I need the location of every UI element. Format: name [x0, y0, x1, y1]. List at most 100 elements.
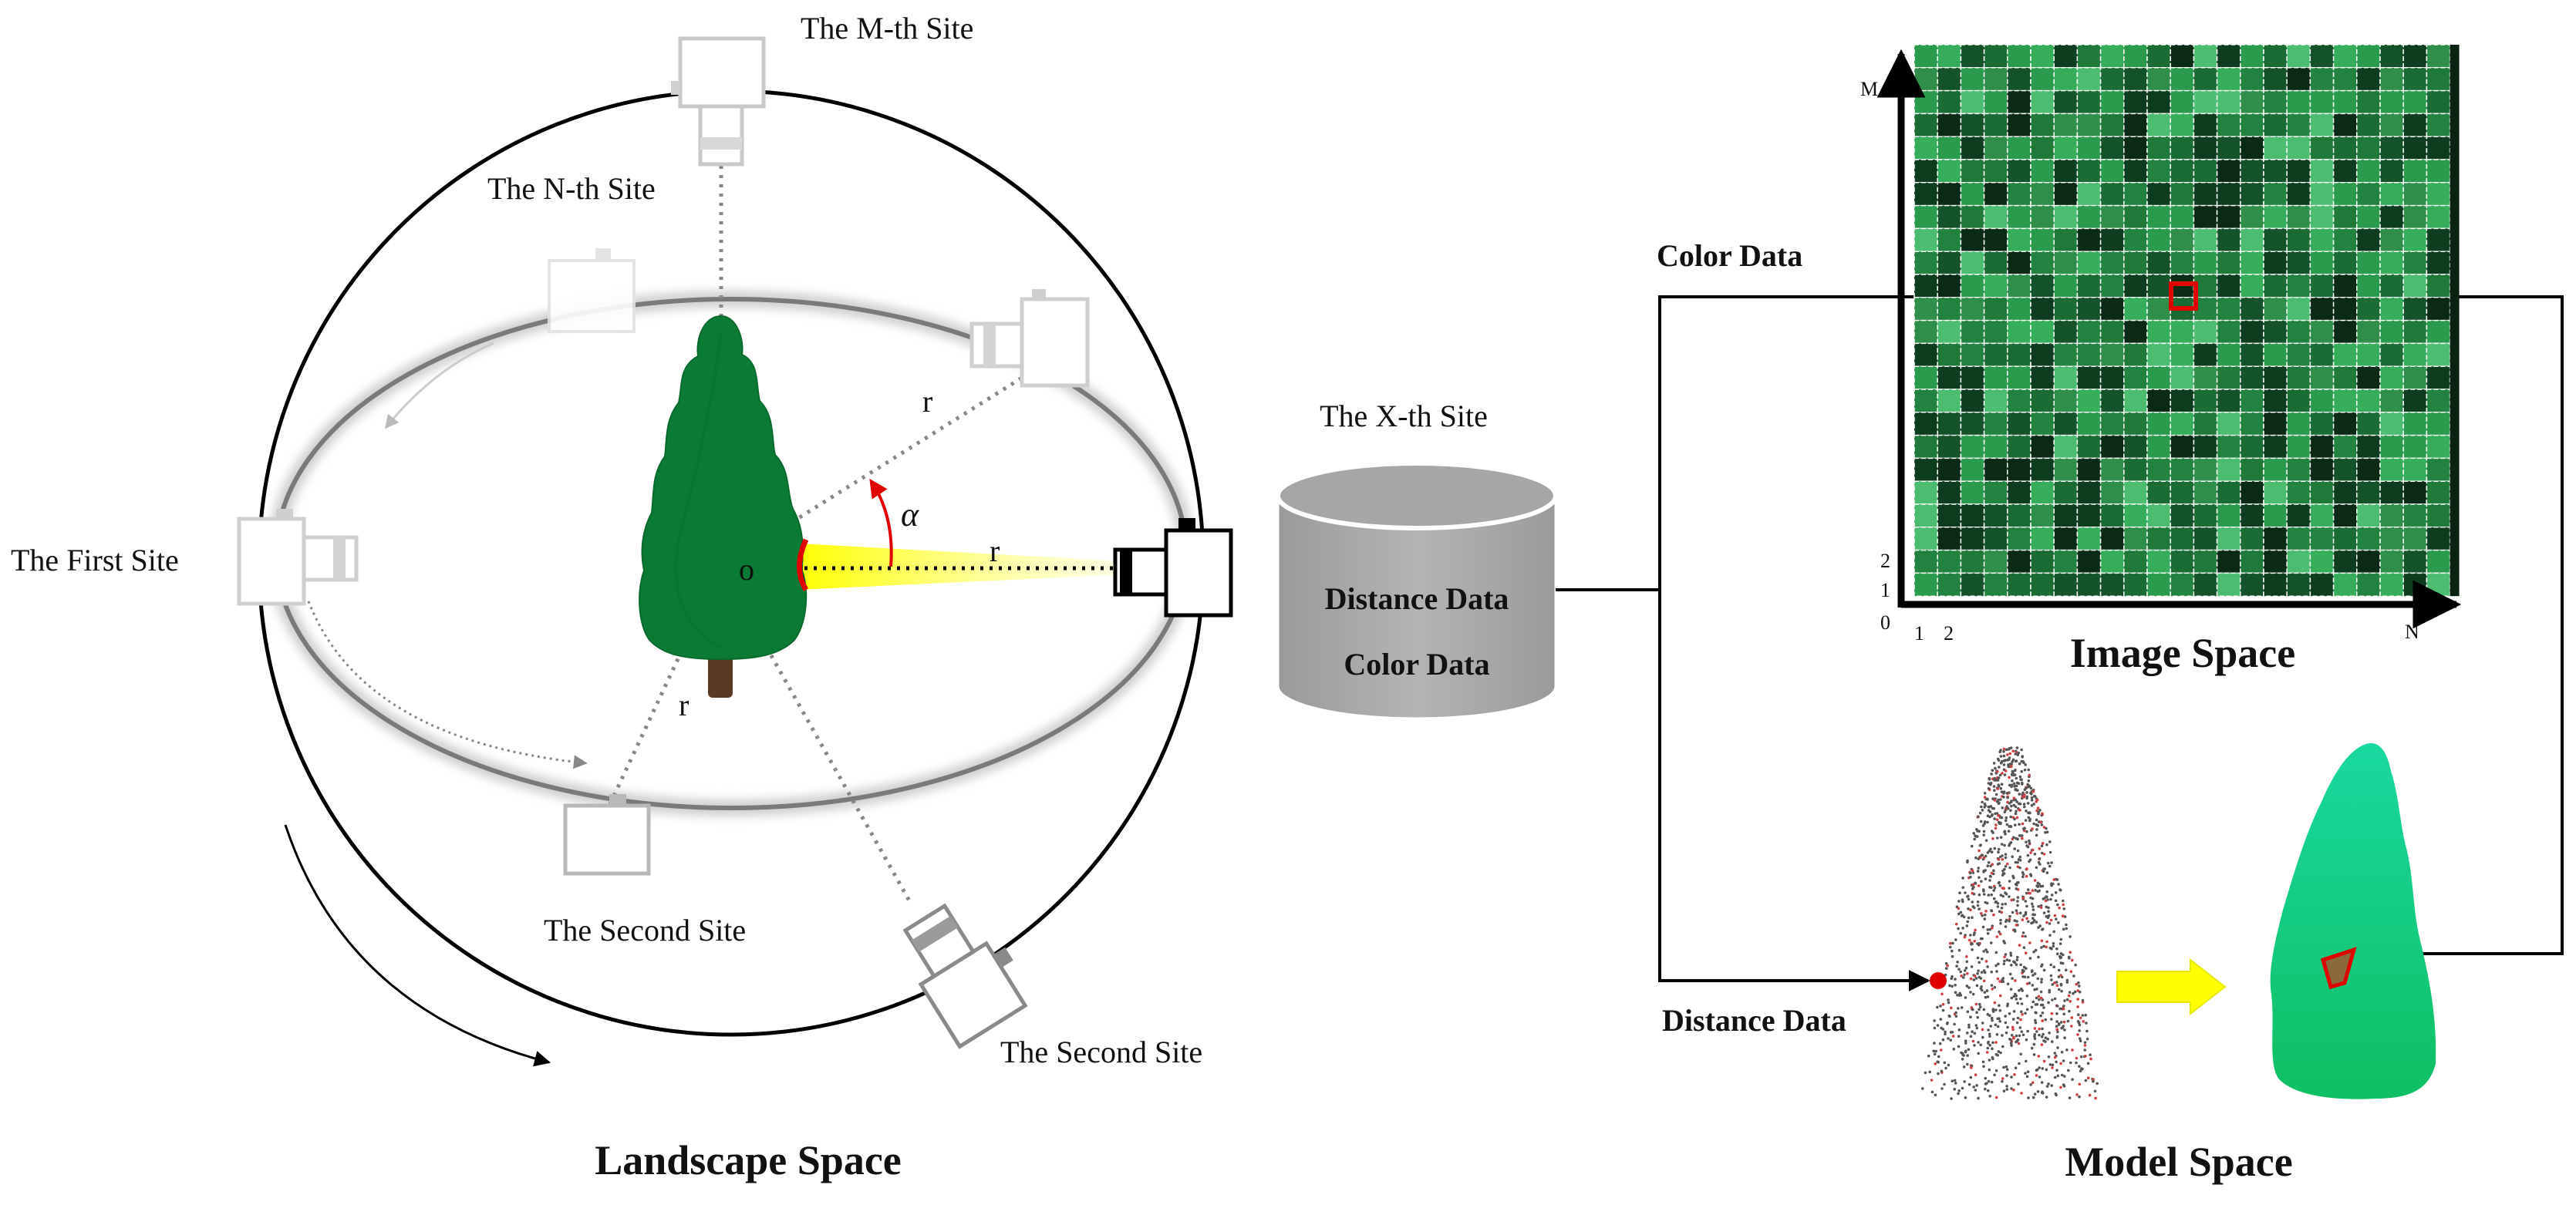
cloud-point: [1980, 880, 1983, 883]
cloud-point: [2013, 930, 2017, 933]
cloud-point: [2029, 786, 2033, 790]
cloud-point: [2078, 1065, 2081, 1068]
cloud-point: [1980, 853, 1983, 857]
cloud-point: [1988, 1059, 1991, 1062]
cloud-point: [2023, 805, 2026, 809]
cloud-point: [1982, 969, 1986, 972]
cloud-point: [1941, 1028, 1945, 1031]
cloud-point: [2014, 769, 2017, 772]
pixel-cell: [2076, 274, 2102, 298]
pixel-cell: [2356, 503, 2381, 528]
pixel-cell: [2007, 412, 2031, 436]
cloud-point: [1954, 1011, 1957, 1015]
cloud-point: [1986, 864, 1989, 867]
pixel-cell: [2007, 274, 2031, 298]
cloud-point: [2024, 1011, 2027, 1015]
cloud-point: [1983, 792, 1987, 795]
cloud-point: [1984, 900, 1987, 904]
pixel-cell: [2193, 319, 2218, 345]
cloud-point: [2021, 931, 2025, 934]
pixel-cell: [2263, 297, 2288, 321]
pixel-cell: [2309, 527, 2335, 551]
database-cylinder: Distance Data Color Data The X-th Site: [1276, 399, 1558, 720]
cloud-point: [1967, 916, 1971, 920]
cloud-point: [2062, 1083, 2065, 1086]
pixel-cell: [2170, 503, 2195, 528]
pixel-cell: [2099, 182, 2125, 207]
cloud-point: [2001, 1034, 2004, 1037]
pixel-cell: [2216, 480, 2241, 505]
cloud-point: [1987, 861, 1991, 864]
cloud-point: [2002, 1065, 2005, 1069]
cloud-point: [2031, 908, 2035, 911]
pixel-cell: [2099, 297, 2125, 321]
cloud-point: [2065, 968, 2068, 972]
pixel-cell: [1983, 182, 2008, 207]
pixel-cell: [1913, 365, 1938, 390]
cloud-point: [2004, 819, 2008, 823]
cloud-point: [1962, 915, 1966, 919]
cloud-point: [2027, 785, 2030, 789]
cloud-point: [2018, 989, 2021, 992]
cloud-point: [1985, 951, 1989, 954]
cloud-point: [2004, 769, 2008, 772]
pixel-cell: [2076, 319, 2102, 345]
cloud-point: [1969, 908, 1972, 912]
cloud-point: [2059, 937, 2063, 941]
cloud-point: [1978, 849, 1981, 853]
cloud-point: [2001, 903, 2004, 906]
cloud-point: [2022, 914, 2025, 917]
cloud-point: [1974, 977, 1978, 980]
color-data-flow-label: Color Data: [1657, 238, 1802, 273]
cloud-point: [2030, 1005, 2034, 1009]
cloud-point: [2021, 934, 2025, 938]
pixel-cell: [1937, 412, 1962, 436]
pixel-cell: [2332, 457, 2358, 482]
cloud-point: [2020, 1030, 2024, 1033]
cloud-point: [2049, 963, 2052, 967]
cloud-point: [1998, 932, 2002, 936]
cloud-point: [1982, 833, 1985, 836]
cloud-point: [2052, 965, 2055, 968]
cloud-point: [1965, 955, 1968, 958]
cloud-point: [1997, 858, 2001, 861]
pixel-cell: [2356, 136, 2381, 160]
pixel-cell: [2426, 136, 2451, 160]
cloud-point: [2023, 975, 2027, 978]
alpha-angle-arc: [869, 479, 893, 567]
cloud-point: [1937, 1072, 1940, 1075]
pixel-cell: [2007, 480, 2031, 505]
cloud-point: [2069, 1061, 2072, 1065]
pixel-cell: [1960, 572, 1985, 597]
cloud-point: [2057, 1023, 2061, 1026]
cloud-point: [2028, 891, 2031, 895]
cloud-point: [1995, 1033, 1999, 1036]
pixel-cell: [2216, 342, 2241, 367]
cloud-point: [2059, 1086, 2062, 1089]
pixel-cell: [2356, 297, 2381, 321]
cloud-point: [1954, 984, 1957, 987]
cloud-point: [2036, 824, 2039, 827]
cloud-point: [1965, 960, 1969, 964]
cloud-point: [2038, 863, 2042, 866]
pixel-cell: [2007, 572, 2031, 597]
cloud-point: [2040, 851, 2044, 855]
cloud-point: [2026, 845, 2030, 849]
cloud-point: [2078, 1082, 2082, 1086]
model-space: Model Space: [1921, 743, 2436, 1185]
cloud-point: [1977, 884, 1981, 887]
y-tick-1: 1: [1880, 579, 1890, 601]
cloud-point: [1943, 1082, 1946, 1086]
pixel-cell: [1937, 342, 1962, 367]
pixel-cell: [2146, 136, 2171, 160]
cloud-point: [1944, 1030, 1947, 1034]
pixel-cell: [2007, 251, 2031, 275]
xth-site-label: The X-th Site: [1320, 399, 1488, 433]
pixel-cell: [2099, 434, 2125, 459]
cloud-point: [2028, 773, 2031, 777]
cloud-point: [2047, 1082, 2050, 1086]
cloud-point: [2045, 1068, 2048, 1072]
cloud-point: [1992, 913, 1995, 917]
pixel-cell: [2170, 159, 2195, 183]
pixel-cell: [2426, 319, 2451, 345]
